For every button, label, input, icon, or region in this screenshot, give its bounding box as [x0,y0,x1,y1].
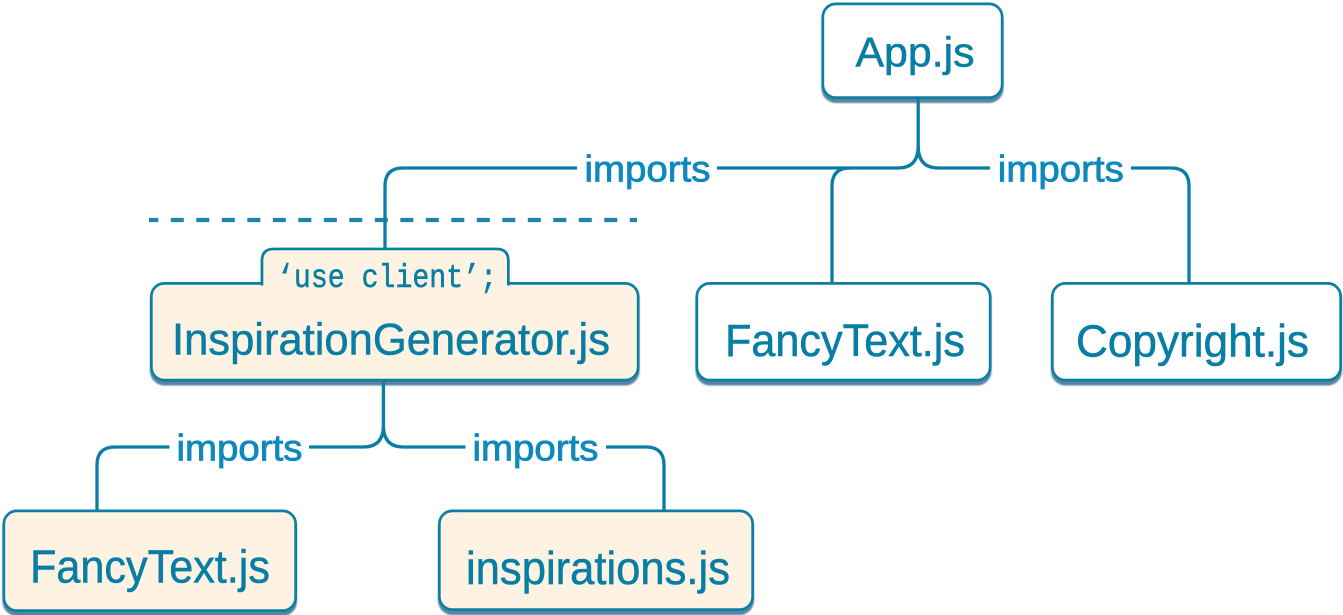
svg-text:FancyText.js: FancyText.js [725,315,965,366]
svg-text:FancyText.js: FancyText.js [30,541,270,593]
svg-text:imports: imports [998,149,1124,190]
svg-text:imports: imports [473,428,599,469]
svg-text:inspirations.js: inspirations.js [466,542,730,594]
svg-text:‘use client’;: ‘use client’; [277,260,497,297]
svg-text:App.js: App.js [856,29,975,76]
svg-text:imports: imports [585,149,711,190]
svg-text:InspirationGenerator.js: InspirationGenerator.js [172,316,610,365]
svg-text:Copyright.js: Copyright.js [1076,316,1309,367]
svg-text:imports: imports [177,428,303,469]
